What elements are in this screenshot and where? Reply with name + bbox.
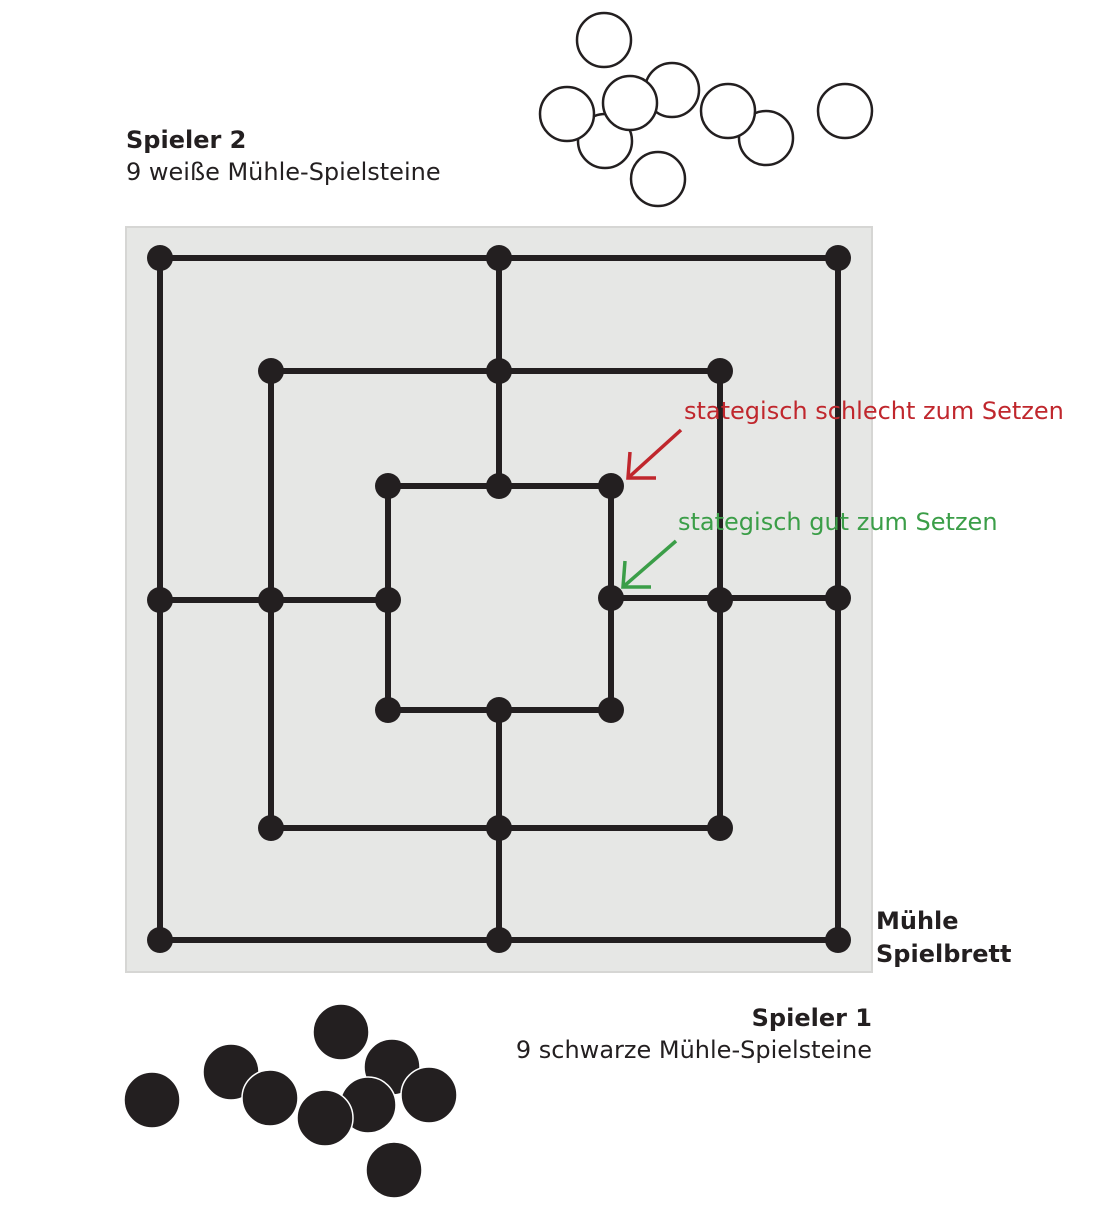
board-point[interactable] (707, 815, 733, 841)
white-piece[interactable] (538, 85, 596, 143)
board-point[interactable] (486, 697, 512, 723)
board-point[interactable] (258, 358, 284, 384)
board-point[interactable] (825, 245, 851, 271)
board-point[interactable] (486, 815, 512, 841)
board-point[interactable] (147, 587, 173, 613)
board-point[interactable] (707, 358, 733, 384)
board-point[interactable] (707, 587, 733, 613)
board-point[interactable] (825, 585, 851, 611)
board-point[interactable] (825, 927, 851, 953)
board-point[interactable] (147, 245, 173, 271)
board-point-good[interactable] (598, 585, 624, 611)
black-piece[interactable] (241, 1069, 299, 1127)
arrow-bad-shaft (626, 428, 683, 480)
player2-title: Spieler 2 (126, 126, 247, 154)
arrow-good-shaft (621, 539, 678, 589)
board-point[interactable] (598, 697, 624, 723)
white-piece[interactable] (601, 74, 659, 132)
annotation-bad: stategisch schlecht zum Setzen (684, 397, 1064, 425)
board-point-bad[interactable] (598, 473, 624, 499)
board-point[interactable] (375, 587, 401, 613)
board-point[interactable] (486, 245, 512, 271)
board-point[interactable] (258, 587, 284, 613)
black-piece[interactable] (400, 1066, 458, 1124)
arrow-bad-head (626, 451, 656, 480)
board-point[interactable] (258, 815, 284, 841)
board-label-line2: Spielbrett (876, 940, 1012, 968)
board-point[interactable] (486, 473, 512, 499)
player2-label: Spieler 2 9 weiße Mühle-Spielsteine (126, 124, 441, 188)
white-piece[interactable] (699, 82, 757, 140)
player1-label: Spieler 1 9 schwarze Mühle-Spielsteine (516, 1002, 872, 1066)
white-piece[interactable] (575, 11, 633, 69)
white-piece[interactable] (816, 82, 874, 140)
player1-subtitle: 9 schwarze Mühle-Spielsteine (515, 1036, 872, 1064)
black-piece[interactable] (312, 1003, 370, 1061)
black-piece[interactable] (296, 1089, 354, 1147)
board-point[interactable] (486, 927, 512, 953)
board-label: Mühle Spielbrett (876, 905, 1011, 971)
annotation-good: stategisch gut zum Setzen (678, 508, 998, 536)
board-point[interactable] (375, 473, 401, 499)
board-point[interactable] (147, 927, 173, 953)
player2-subtitle: 9 weiße Mühle-Spielsteine (126, 158, 441, 186)
board-point[interactable] (486, 358, 512, 384)
white-piece[interactable] (629, 150, 687, 208)
board-point[interactable] (375, 697, 401, 723)
player1-title: Spieler 1 (751, 1004, 872, 1032)
board-label-line1: Mühle (876, 907, 959, 935)
black-piece[interactable] (365, 1141, 423, 1199)
black-piece[interactable] (123, 1071, 181, 1129)
arrow-good-head (621, 560, 651, 589)
